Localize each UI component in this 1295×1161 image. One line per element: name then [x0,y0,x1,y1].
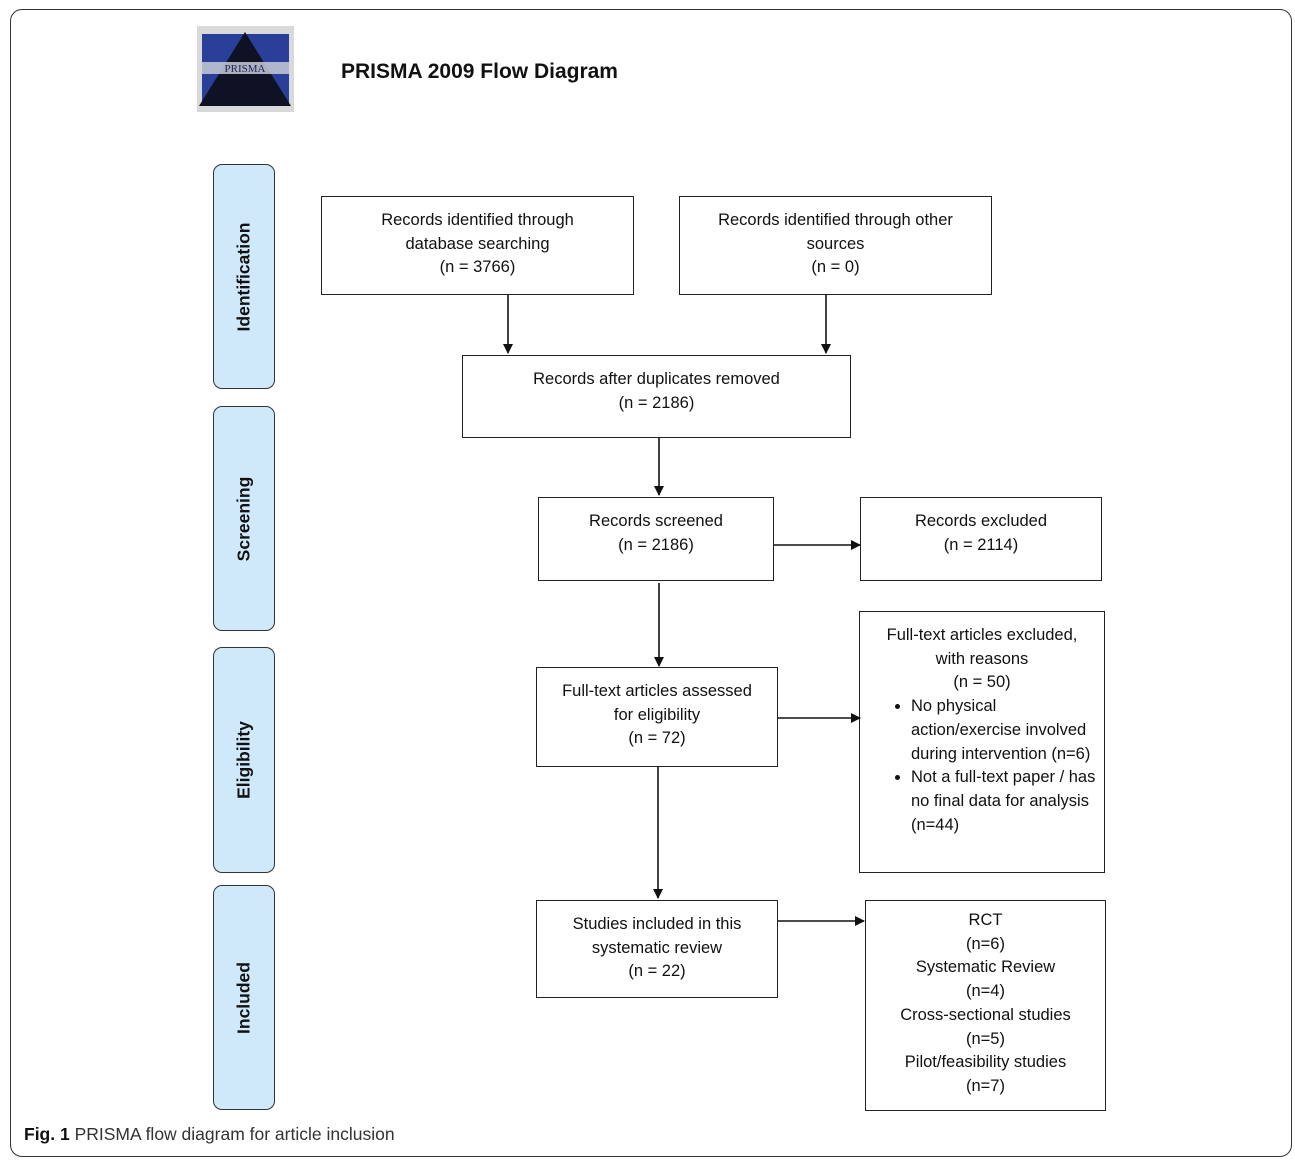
exclusion-reasons-list: No physical action/exercise involved dur… [860,695,1104,837]
box-count: (n = 72) [628,729,686,748]
study-type-count: (n=6) [966,934,1005,953]
exclusion-reason-item: No physical action/exercise involved dur… [911,695,1096,766]
box-line: systematic review [591,938,723,957]
box-line: database searching [405,234,550,253]
caption-text: PRISMA flow diagram for article inclusio… [74,1124,395,1144]
exclusion-reason-item: Not a full-text paper / has no final dat… [911,766,1096,837]
study-type-count: (n=7) [966,1076,1005,1095]
box-line: Records screened [589,512,723,530]
study-type-label: RCT [968,911,1003,929]
box-line: with reasons [935,649,1029,668]
box-line: Records excluded [914,512,1048,530]
stage-eligibility: Eligibility [213,647,275,873]
caption-label: Fig. 1 [24,1124,70,1144]
box-line: for eligibility [613,705,701,724]
study-type-label: Cross-sectional studies [900,1005,1071,1024]
study-type-count: (n=5) [966,1029,1005,1048]
box-count: (n = 2186) [618,393,695,412]
box-count: (n = 3766) [439,258,516,277]
figure-caption: Fig. 1 PRISMA flow diagram for article i… [24,1124,395,1145]
box-line: Records after duplicates removed [533,370,780,388]
box-line: Records identified through [381,211,574,229]
box-line: Records identified through other [718,211,953,229]
box-studies-included: Studies included in this systematic revi… [536,900,778,998]
box-database-searching: Records identified through database sear… [321,196,634,295]
stage-included: Included [213,885,275,1110]
box-count: (n = 2114) [943,535,1019,554]
diagram-title: PRISMA 2009 Flow Diagram [341,60,618,83]
stage-screening: Screening [213,406,275,631]
box-count: (n = 22) [628,962,686,981]
box-line: sources [806,234,865,253]
study-type-label: Pilot/feasibility studies [904,1053,1067,1072]
prisma-logo: PRISMA [197,26,294,112]
box-line: Full-text articles assessed [562,682,752,700]
svg-text:PRISMA: PRISMA [225,63,266,75]
study-type-count: (n=4) [966,982,1005,1001]
box-fulltext-excluded: Full-text articles excluded, with reason… [859,611,1105,873]
box-records-excluded: Records excluded (n = 2114) [860,497,1102,581]
box-line: Full-text articles excluded, [886,626,1078,644]
box-duplicates-removed: Records after duplicates removed (n = 21… [462,355,851,438]
box-count: (n = 2186) [618,535,694,554]
figure-frame [10,9,1292,1157]
box-fulltext-assessed: Full-text articles assessed for eligibil… [536,667,778,767]
box-line: Studies included in this [572,915,742,933]
box-count: (n = 0) [811,258,860,277]
excluded-heading: Full-text articles excluded, with reason… [860,624,1104,695]
box-count: (n = 50) [953,673,1011,692]
box-records-screened: Records screened (n = 2186) [538,497,774,581]
stage-identification: Identification [213,164,275,389]
box-other-sources: Records identified through other sources… [679,196,992,295]
study-type-label: Systematic Review [915,958,1056,977]
box-study-types: RCT (n=6) Systematic Review (n=4) Cross-… [865,900,1106,1111]
